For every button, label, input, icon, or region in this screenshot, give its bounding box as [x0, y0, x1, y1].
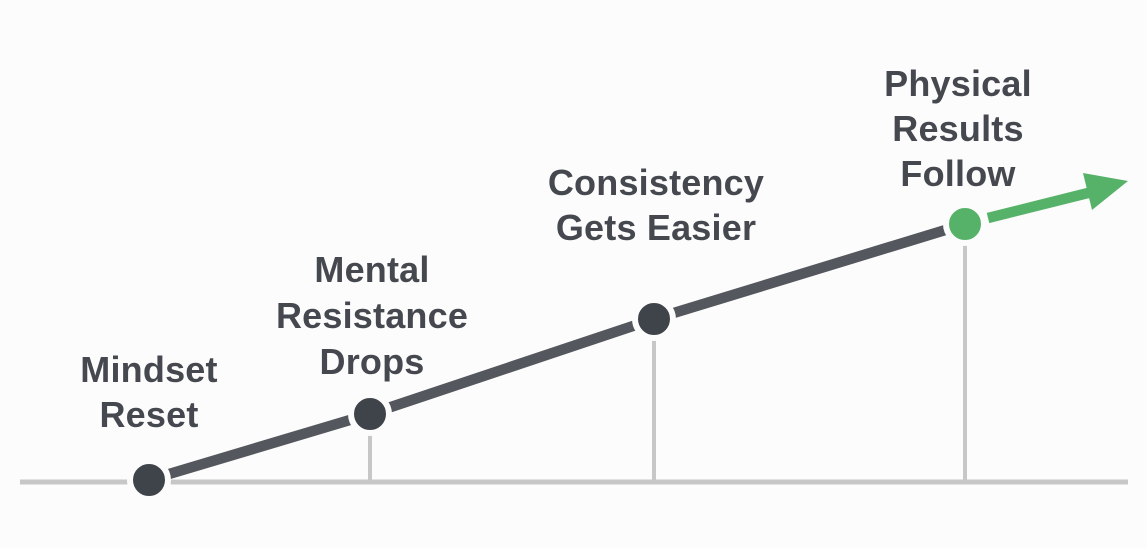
milestone-dot-mindset-reset	[127, 458, 171, 502]
milestone-label-mental-resistance-drops: Mental Resistance Drops	[275, 249, 469, 382]
growth-arrow-head	[1083, 173, 1128, 210]
milestone-label-mindset-reset: Mindset Reset	[80, 349, 218, 435]
milestone-dot-physical-results	[943, 202, 987, 246]
milestone-dot-consistency	[632, 297, 676, 341]
trend-line	[147, 218, 967, 486]
growth-arrow-shaft	[986, 186, 1094, 224]
milestone-dot-mental-resistance	[348, 392, 392, 436]
milestone-label-consistency-gets-easier: Consistency Gets Easier	[547, 162, 765, 248]
milestone-label-physical-results-follow: Physical Results Follow	[884, 63, 1032, 194]
